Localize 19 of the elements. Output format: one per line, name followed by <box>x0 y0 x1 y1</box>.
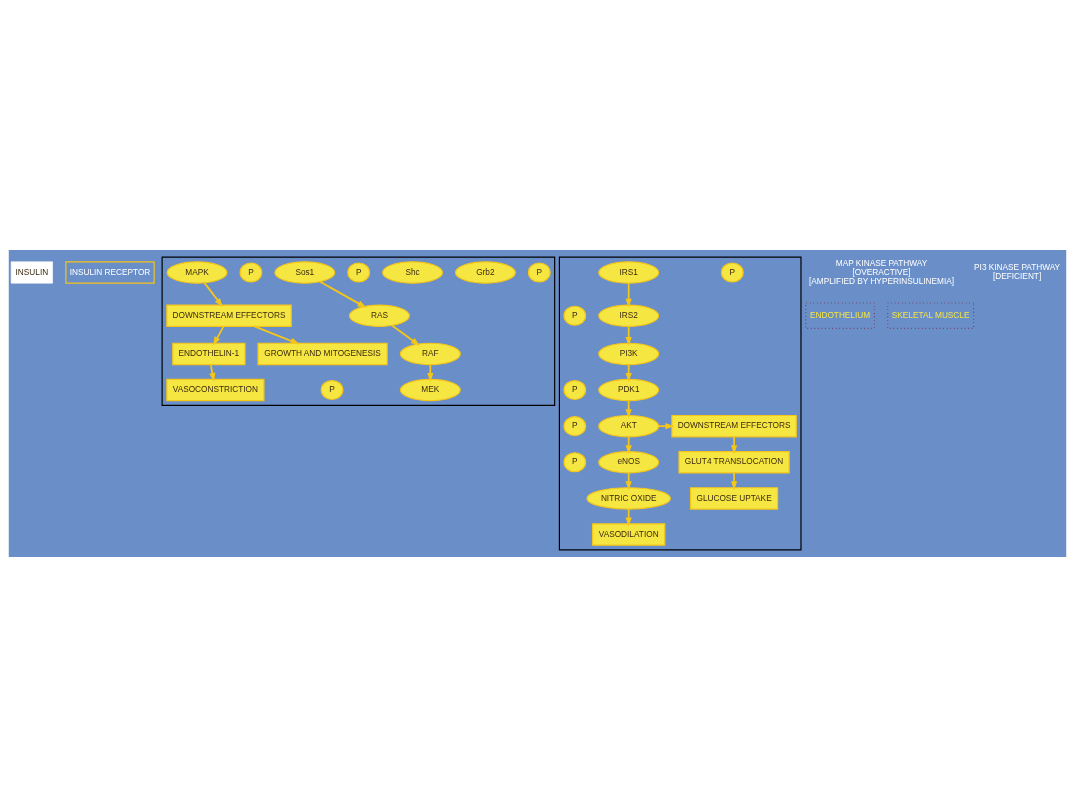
arrow <box>730 471 738 490</box>
arrow <box>625 325 632 346</box>
arrow <box>625 399 632 418</box>
cluster <box>558 256 802 550</box>
arrow <box>625 435 632 454</box>
arrow <box>391 324 420 346</box>
arrow <box>657 422 675 429</box>
arrow <box>203 281 223 307</box>
arrow <box>730 435 738 454</box>
arrow <box>625 507 632 526</box>
arrow <box>213 325 225 346</box>
arrow <box>625 281 632 308</box>
arrow <box>209 363 216 382</box>
arrow <box>253 325 300 344</box>
arrow <box>625 363 632 382</box>
arrow <box>319 280 367 308</box>
arrow <box>427 363 434 382</box>
cluster <box>161 256 556 406</box>
arrow <box>625 471 632 490</box>
